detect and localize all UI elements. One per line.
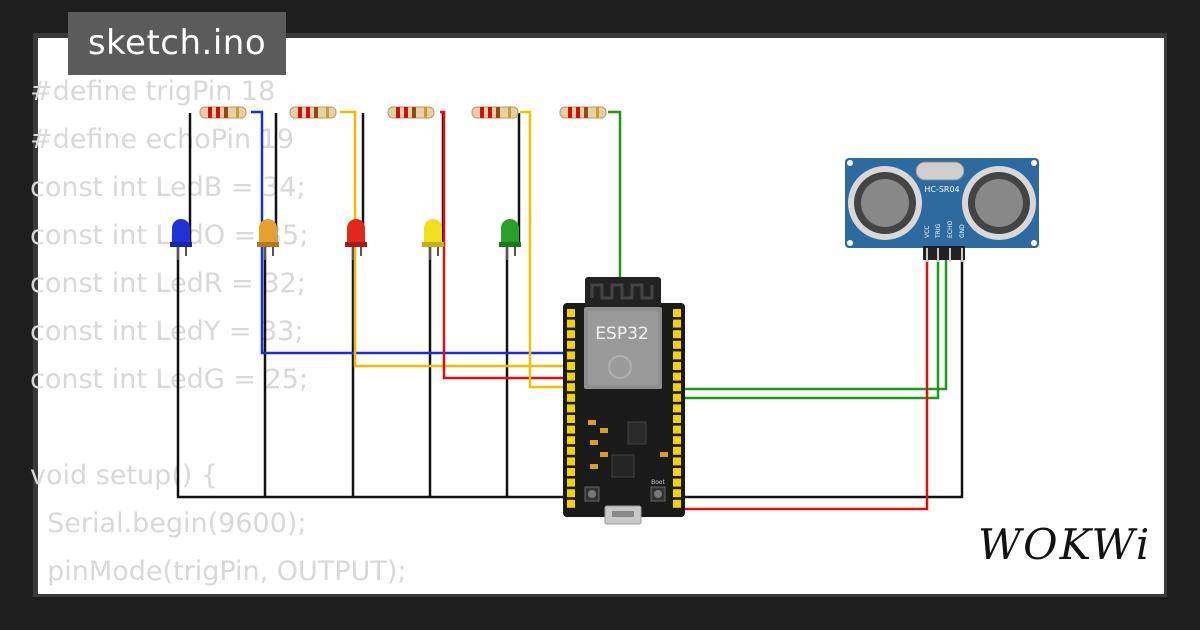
esp32-pin — [673, 478, 681, 487]
sensor-label: HC-SR04 — [924, 185, 959, 194]
boot-label: Boot — [651, 479, 665, 486]
led-red[interactable] — [345, 219, 367, 260]
esp32-pin — [567, 436, 575, 445]
led-orange[interactable] — [257, 219, 279, 260]
esp32-pin — [673, 499, 681, 508]
code-line: const int LedB = 34; — [30, 172, 306, 203]
wire-yellow — [520, 110, 570, 389]
wire-sensor-trig — [680, 258, 940, 400]
esp32-pin — [673, 425, 681, 434]
esp32-pin — [567, 499, 575, 508]
esp32-pin — [673, 319, 681, 328]
esp32-pin — [567, 351, 575, 360]
esp32-pin — [673, 415, 681, 423]
resistor-3 — [387, 106, 435, 119]
esp32-pin — [673, 404, 681, 413]
esp32-pin — [567, 478, 575, 487]
code-line: pinMode(trigPin, OUTPUT); — [30, 556, 407, 587]
esp32-pins-left — [567, 309, 575, 508]
resistor-1 — [199, 106, 247, 119]
esp32-pin — [673, 340, 681, 349]
esp32-pin — [673, 446, 681, 455]
wire-orange — [340, 110, 570, 368]
esp32-pin — [567, 468, 575, 476]
led-yellow[interactable] — [422, 219, 444, 260]
hc-sr04-sensor[interactable]: HC-SR04 VCC TRIG ECHO GND — [845, 158, 1039, 262]
resistor-5 — [559, 106, 607, 119]
esp32-pin — [567, 457, 575, 466]
esp32-pin — [567, 309, 575, 317]
wire-sensor-vcc — [680, 258, 929, 511]
esp32-pin — [673, 309, 681, 317]
esp32-pin — [673, 383, 681, 392]
esp32-pin — [567, 340, 575, 349]
code-line: void setup() { — [30, 460, 219, 491]
led-green[interactable] — [499, 219, 521, 260]
esp32-board[interactable]: ESP32 Boot — [563, 277, 685, 525]
resistor-4 — [471, 106, 519, 119]
wire-blue — [251, 110, 570, 355]
wokwi-logo: WOKWi — [978, 520, 1152, 569]
esp32-pin — [673, 393, 681, 402]
sensor-pin-labels: VCC TRIG ECHO GND — [924, 221, 966, 239]
esp32-pin — [567, 415, 575, 423]
esp32-pin — [567, 383, 575, 392]
code-line: const int LedR = 32; — [30, 268, 306, 299]
esp32-pin — [567, 404, 575, 413]
code-line: #define trigPin 18 — [30, 76, 276, 107]
esp32-pin — [567, 319, 575, 328]
code-line: const int LedG = 25; — [30, 364, 308, 395]
esp32-pin — [673, 351, 681, 360]
esp32-label: ESP32 — [595, 324, 648, 344]
sensor-pin-label: VCC — [924, 226, 931, 238]
sensor-pin-label: GND — [959, 224, 966, 238]
esp32-pin — [567, 372, 575, 381]
esp32-pin — [567, 330, 575, 339]
esp32-pin — [567, 446, 575, 455]
esp32-pin — [673, 372, 681, 381]
code-line: const int LedY = 33; — [30, 316, 304, 347]
esp32-pin — [567, 393, 575, 402]
resistor-2 — [289, 106, 337, 119]
resistors — [199, 106, 607, 119]
esp32-pin — [673, 330, 681, 339]
esp32-pin — [567, 425, 575, 434]
sketch-filename[interactable]: sketch.ino — [68, 12, 286, 75]
esp32-pins-right — [673, 309, 681, 508]
esp32-pin — [567, 362, 575, 370]
esp32-pin — [673, 362, 681, 370]
esp32-pin — [673, 489, 681, 498]
code-line: Serial.begin(9600); — [30, 508, 307, 539]
esp32-pin — [567, 489, 575, 498]
esp32-pin — [673, 468, 681, 476]
ground-wires — [176, 113, 964, 499]
esp32-pin — [673, 436, 681, 445]
sensor-pin-label: TRIG — [935, 223, 942, 239]
sensor-pin-label: ECHO — [947, 221, 954, 238]
wire-sensor-echo — [680, 258, 948, 391]
led-blue[interactable] — [170, 219, 192, 260]
esp32-pin — [673, 457, 681, 466]
